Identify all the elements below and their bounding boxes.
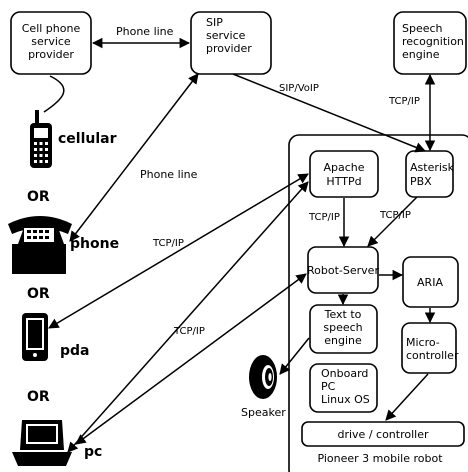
asterisk-label-1: Asterisk bbox=[410, 161, 455, 174]
edge-sip-phone bbox=[69, 73, 199, 242]
or-label-2: OR bbox=[27, 286, 50, 302]
or-label-3: OR bbox=[27, 389, 50, 405]
onboard-pc-label-3: Linux OS bbox=[321, 393, 370, 406]
asterisk-box: Asterisk PBX bbox=[405, 150, 455, 198]
cell-provider-label-3: provider bbox=[28, 48, 74, 61]
onboard-pc-label-2: PC bbox=[321, 380, 336, 393]
edge-label-phone-line-mid: Phone line bbox=[140, 168, 198, 181]
edge-label-tcpip-asterisk: TCP/IP bbox=[379, 210, 411, 221]
micro-label-1: Micro- bbox=[406, 336, 440, 349]
edge-label-phone-line-top: Phone line bbox=[116, 25, 174, 38]
apache-label-1: Apache bbox=[323, 161, 364, 174]
drive-controller-box: drive / controller bbox=[301, 421, 465, 447]
speech-engine-label-2: recognition bbox=[402, 35, 464, 48]
edge-label-tcpip-speech: TCP/IP bbox=[388, 96, 420, 107]
speaker-label: Speaker bbox=[241, 406, 286, 419]
tts-label-2: speech bbox=[323, 321, 362, 334]
sip-provider-label-2: service bbox=[206, 29, 246, 42]
speech-engine-label-3: engine bbox=[402, 48, 440, 61]
aria-label: ARIA bbox=[417, 276, 443, 289]
tts-label-1: Text to bbox=[324, 308, 362, 321]
apache-box: Apache HTTPd bbox=[309, 150, 379, 198]
cellular-phone-icon bbox=[30, 110, 52, 168]
asterisk-label-2: PBX bbox=[410, 175, 432, 188]
sip-provider-label-3: provider bbox=[206, 42, 252, 55]
edge-tts-speaker bbox=[279, 337, 310, 375]
sip-provider-label-1: SIP bbox=[206, 16, 223, 29]
device-label-pc: pc bbox=[84, 444, 102, 460]
edge-asterisk-robot-server bbox=[367, 196, 418, 247]
device-label-phone: phone bbox=[70, 236, 119, 252]
pda-icon bbox=[22, 313, 48, 361]
edge-label-tcpip-apache: TCP/IP bbox=[308, 212, 340, 223]
onboard-pc-box: Onboard PC Linux OS bbox=[309, 363, 378, 413]
pc-icon bbox=[12, 420, 72, 466]
or-label-1: OR bbox=[27, 189, 50, 205]
device-label-cellular: cellular bbox=[58, 131, 117, 147]
cell-provider-box: Cell phone service provider bbox=[10, 11, 92, 75]
edge-micro-drive bbox=[385, 373, 429, 421]
tts-box: Text to speech engine bbox=[309, 304, 378, 354]
edge-label-sip-voip: SIP/VoIP bbox=[279, 83, 319, 94]
desk-phone-icon bbox=[8, 216, 72, 274]
speaker-icon bbox=[249, 355, 277, 399]
edge-robot-server-pc bbox=[75, 273, 307, 445]
tts-label-3: engine bbox=[324, 334, 362, 347]
aria-box: ARIA bbox=[402, 256, 459, 308]
cell-provider-label-2: service bbox=[31, 35, 71, 48]
edge-label-tcpip-pda: TCP/IP bbox=[152, 238, 184, 249]
onboard-pc-label-1: Onboard bbox=[321, 367, 368, 380]
robot-server-label: Robot-Server bbox=[307, 264, 379, 277]
micro-label-2: controller bbox=[406, 349, 459, 362]
speech-engine-box: Speech recognition engine bbox=[393, 11, 467, 75]
edge-sip-asterisk bbox=[232, 73, 426, 153]
device-label-pda: pda bbox=[60, 343, 90, 359]
robot-container-label: Pioneer 3 mobile robot bbox=[317, 452, 443, 465]
speech-engine-label-1: Speech bbox=[402, 22, 443, 35]
edge-cell-provider-cellular bbox=[43, 75, 65, 113]
sip-provider-box: SIP service provider bbox=[190, 11, 272, 75]
edge-label-tcpip-pc: TCP/IP bbox=[173, 326, 205, 337]
apache-label-2: HTTPd bbox=[326, 175, 361, 188]
robot-server-box: Robot-Server bbox=[307, 246, 379, 294]
micro-box: Micro- controller bbox=[401, 322, 459, 374]
cell-provider-label-1: Cell phone bbox=[22, 22, 81, 35]
drive-controller-label: drive / controller bbox=[337, 428, 428, 441]
